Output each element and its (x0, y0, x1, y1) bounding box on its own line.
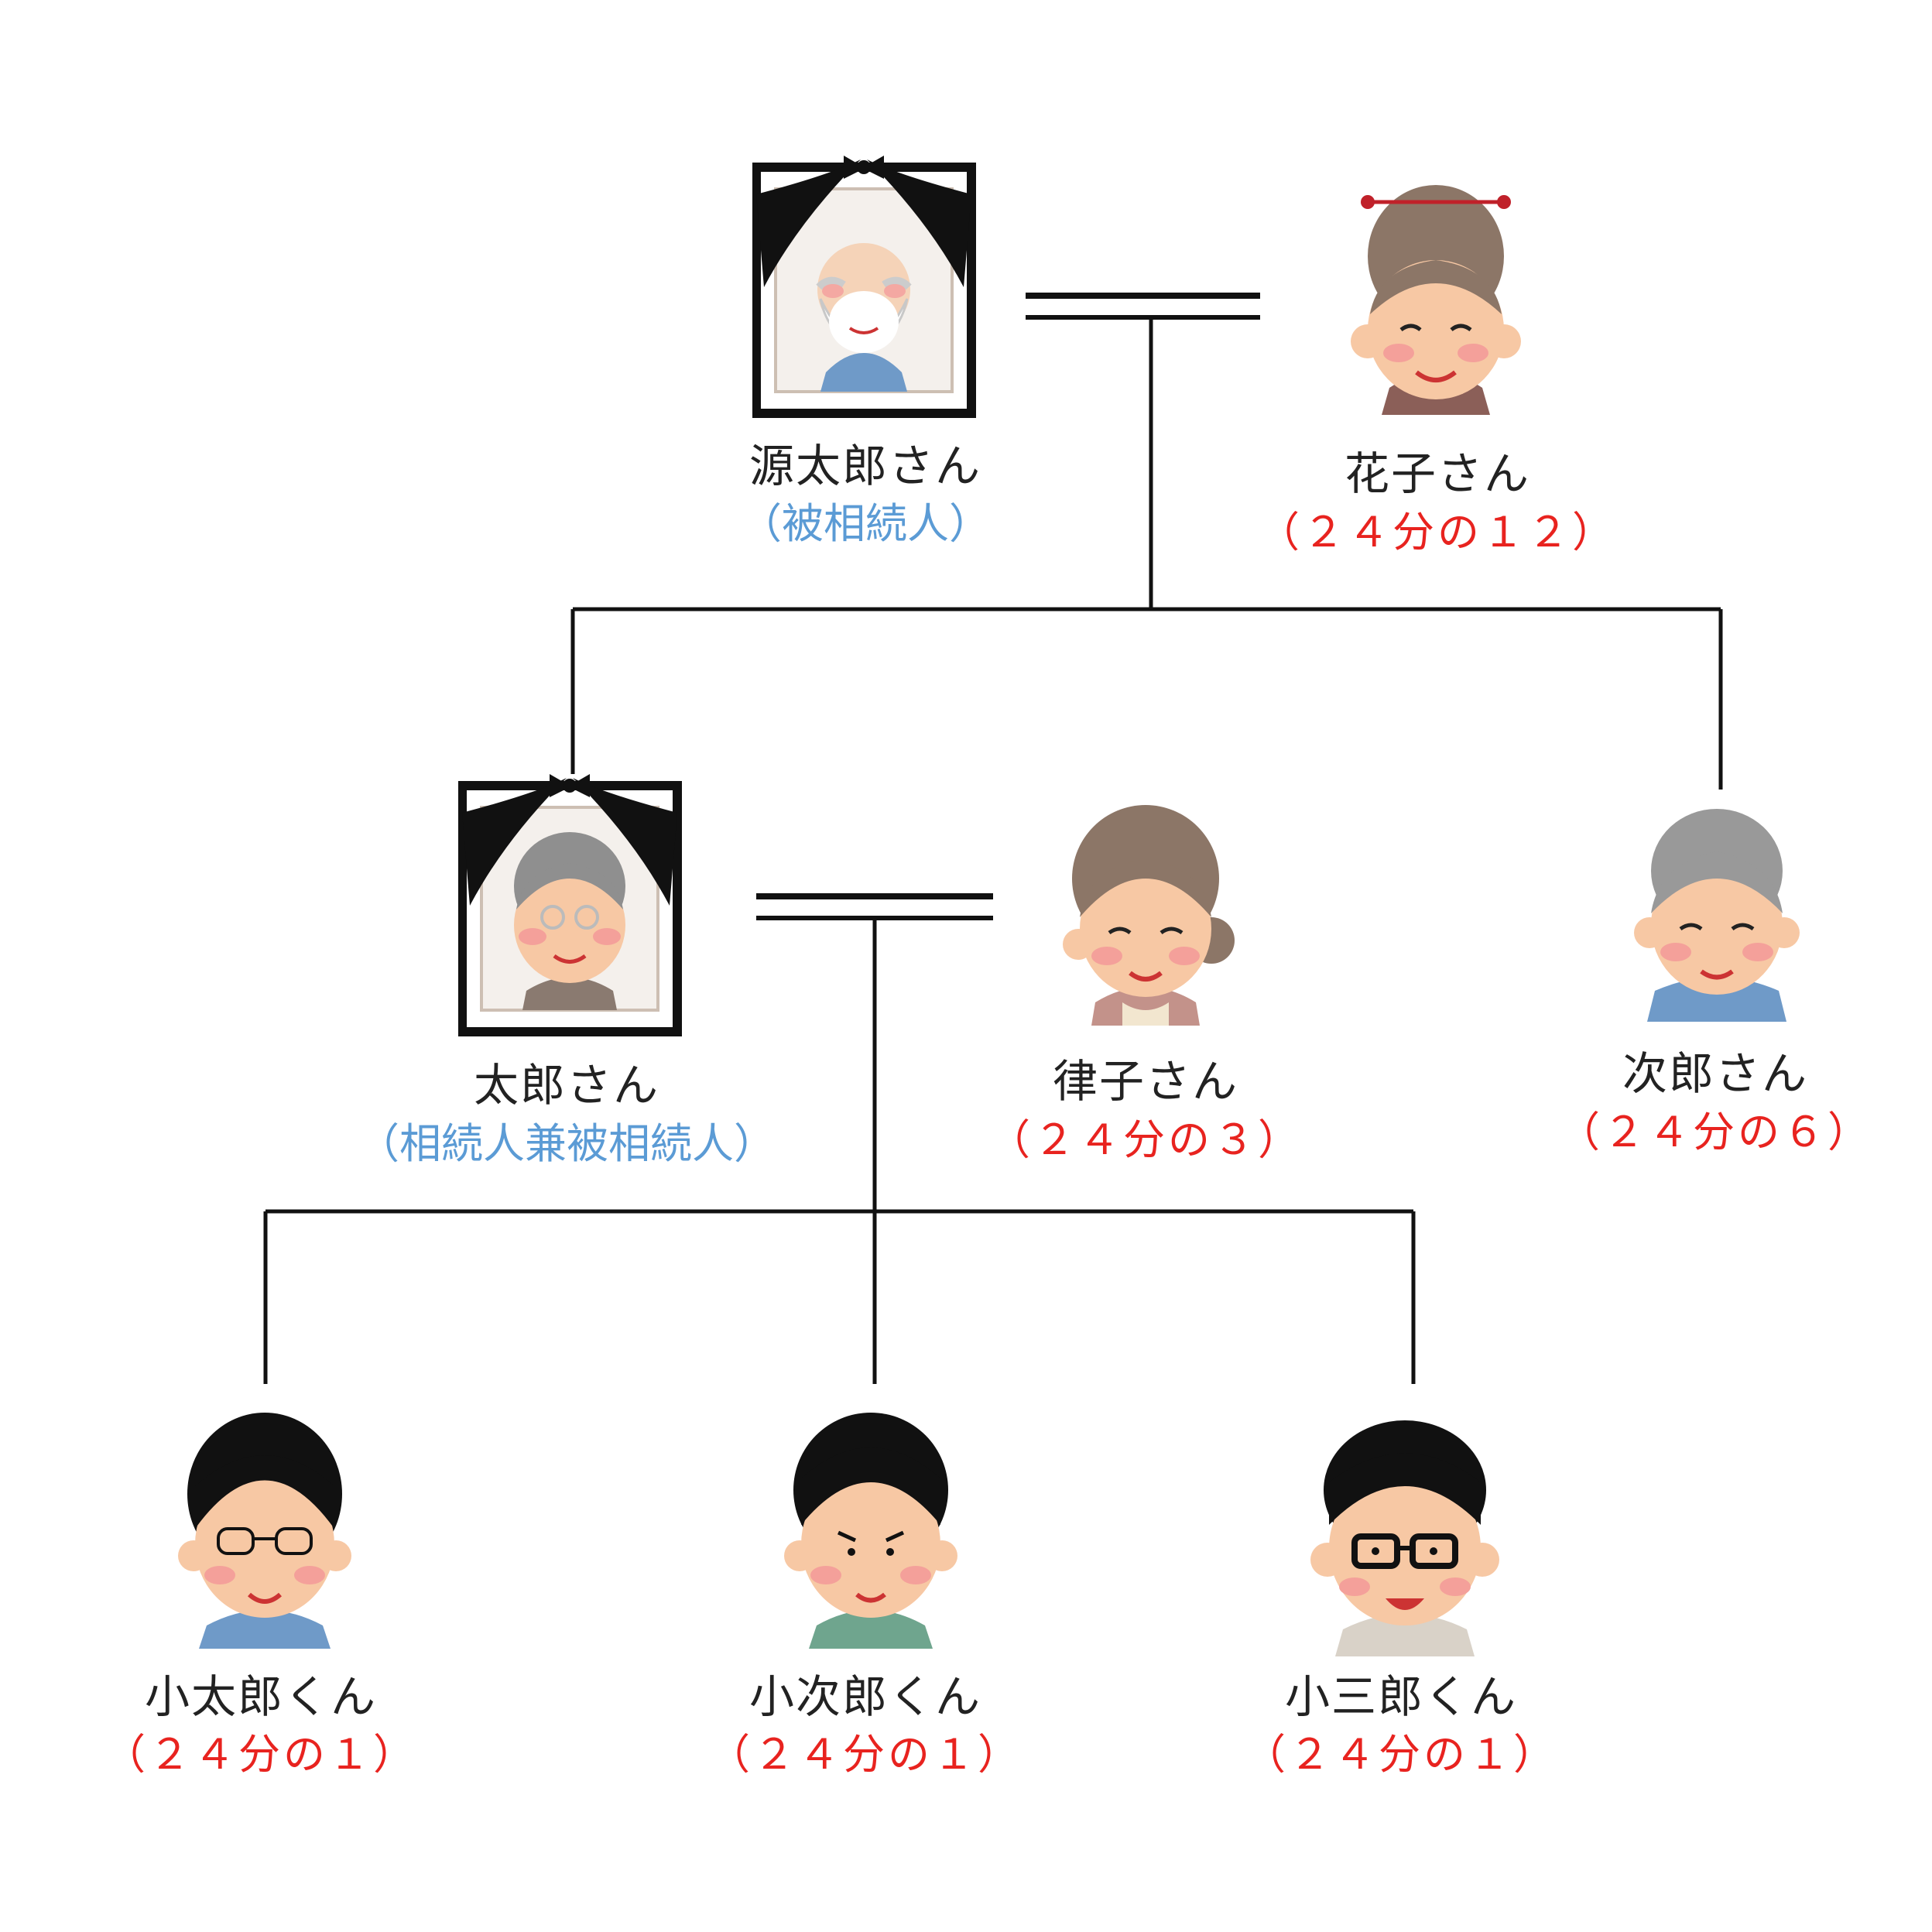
hanako-share: （２４分の１２） (1258, 508, 1617, 557)
jiro-share: （２４分の６） (1558, 1108, 1872, 1156)
jiro-name: 次郎さん (1622, 1047, 1809, 1100)
ritsuko-avatar (1049, 793, 1242, 1029)
kotaro-avatar (172, 1401, 358, 1652)
kotaro-name: 小太郎くん (144, 1670, 378, 1723)
hanako-name: 花子さん (1344, 447, 1531, 500)
kotaro-share: （２４分の１） (104, 1730, 418, 1779)
kojiro-avatar (778, 1401, 964, 1652)
taro-role: （相続人兼被相続人） (358, 1119, 776, 1168)
jiro-avatar (1620, 797, 1814, 1025)
taro-name: 太郎さん (473, 1059, 660, 1112)
kojiro-name: 小次郎くん (748, 1670, 982, 1723)
kosaburo-name: 小三郎くん (1284, 1670, 1518, 1723)
hanako-avatar (1343, 183, 1529, 426)
ritsuko-name: 律子さん (1052, 1055, 1239, 1108)
kosaburo-share: （２４分の１） (1244, 1730, 1558, 1779)
taro-portrait (457, 770, 690, 1044)
kojiro-share: （２４分の１） (708, 1730, 1023, 1779)
kosaburo-avatar (1300, 1409, 1509, 1660)
gentaro-role: （被相続人） (740, 499, 991, 548)
gentaro-name: 源太郎さん (748, 440, 982, 492)
ritsuko-share: （２４分の３） (988, 1115, 1303, 1164)
gentaro-portrait (752, 152, 985, 426)
